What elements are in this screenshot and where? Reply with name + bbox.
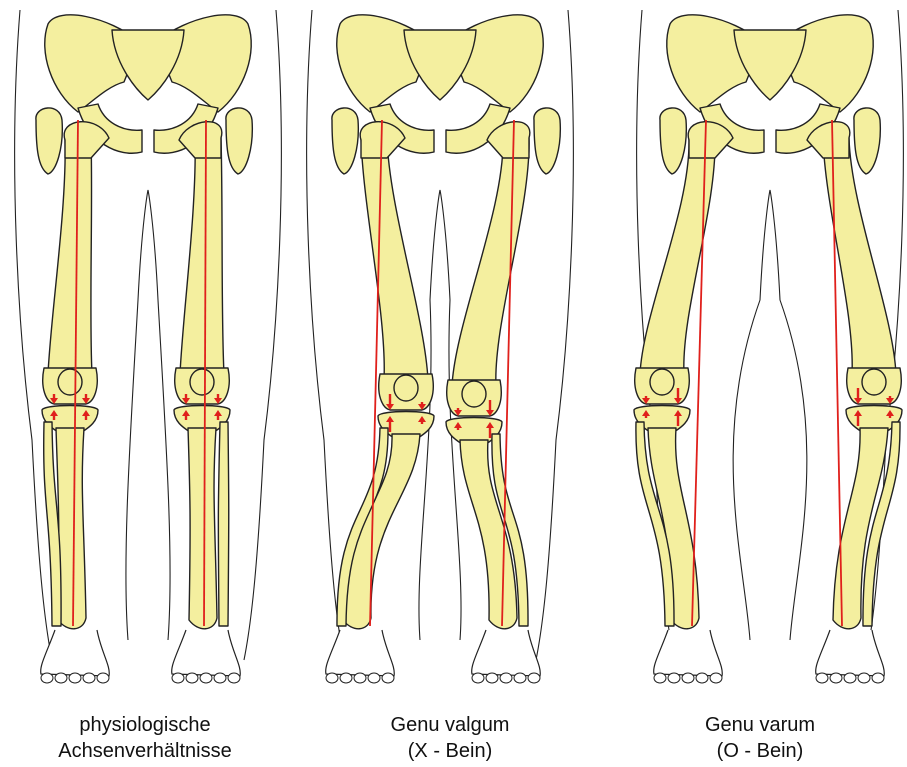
patella: [862, 369, 886, 395]
patella: [650, 369, 674, 395]
toe: [654, 673, 666, 683]
toe: [186, 673, 198, 683]
right-leg: [807, 108, 902, 683]
toe: [214, 673, 226, 683]
foot: [472, 630, 541, 683]
femur-shaft: [48, 138, 92, 374]
foot-outline: [654, 630, 723, 676]
toe: [55, 673, 67, 683]
foot-outline: [472, 630, 541, 676]
outer-contour-left: [307, 10, 344, 660]
greater-trochanter: [660, 108, 686, 174]
greater-trochanter: [332, 108, 358, 174]
toe: [200, 673, 212, 683]
sacrum: [734, 30, 806, 100]
toe: [340, 673, 352, 683]
toe: [354, 673, 366, 683]
toe: [710, 673, 722, 683]
toe: [326, 673, 338, 683]
right-leg: [172, 108, 253, 683]
toe: [472, 673, 484, 683]
sacrum: [404, 30, 476, 100]
toe: [816, 673, 828, 683]
foot-outline: [326, 630, 395, 676]
foot: [326, 630, 395, 683]
toe: [514, 673, 526, 683]
toe: [172, 673, 184, 683]
toe: [368, 673, 380, 683]
toe: [528, 673, 540, 683]
caption-line-1: physiologische: [0, 712, 290, 738]
toe: [500, 673, 512, 683]
patella: [394, 375, 418, 401]
right-leg: [446, 108, 560, 683]
foot-outline: [172, 630, 241, 676]
femur-shaft: [452, 138, 529, 386]
toe: [830, 673, 842, 683]
patella: [58, 369, 82, 395]
greater-trochanter: [36, 108, 62, 174]
toe: [682, 673, 694, 683]
foot-outline: [41, 630, 110, 676]
femur-shaft: [180, 138, 224, 374]
left-leg: [36, 108, 109, 683]
figure-genu-valgum: [307, 10, 574, 683]
foot: [41, 630, 110, 683]
inner-contour: [126, 190, 170, 640]
toe: [858, 673, 870, 683]
greater-trochanter: [534, 108, 560, 174]
greater-trochanter: [226, 108, 252, 174]
caption-line-1: Genu varum: [615, 712, 905, 738]
caption-genu-valgum: Genu valgum (X - Bein): [300, 712, 600, 764]
foot: [172, 630, 241, 683]
toe: [668, 673, 680, 683]
foot-outline: [816, 630, 885, 676]
sacrum: [112, 30, 184, 100]
toe: [83, 673, 95, 683]
caption-line-1: Genu valgum: [300, 712, 600, 738]
toe: [228, 673, 240, 683]
femur-shaft: [361, 138, 428, 380]
fibula: [218, 422, 228, 626]
foot: [654, 630, 723, 683]
toe: [41, 673, 53, 683]
toe: [872, 673, 884, 683]
caption-line-2: (X - Bein): [300, 738, 600, 764]
toe: [382, 673, 394, 683]
toe: [696, 673, 708, 683]
tibia: [188, 428, 217, 629]
figure-genu-varum: [634, 10, 903, 683]
caption-line-2: Achsenverhältnisse: [0, 738, 290, 764]
greater-trochanter: [854, 108, 880, 174]
figure-physiological-alignment: [15, 10, 282, 683]
outer-contour-right: [536, 10, 573, 660]
left-leg: [634, 108, 733, 683]
patella: [190, 369, 214, 395]
toe: [844, 673, 856, 683]
caption-genu-varum: Genu varum (O - Bein): [615, 712, 905, 764]
toe: [97, 673, 109, 683]
toe: [69, 673, 81, 683]
outer-contour-right: [244, 10, 281, 660]
caption-line-2: (O - Bein): [615, 738, 905, 764]
foot: [816, 630, 885, 683]
caption-physiological: physiologische Achsenverhältnisse: [0, 712, 290, 764]
toe: [486, 673, 498, 683]
patella: [462, 381, 486, 407]
left-leg: [326, 108, 434, 683]
inner-contour: [733, 190, 807, 640]
